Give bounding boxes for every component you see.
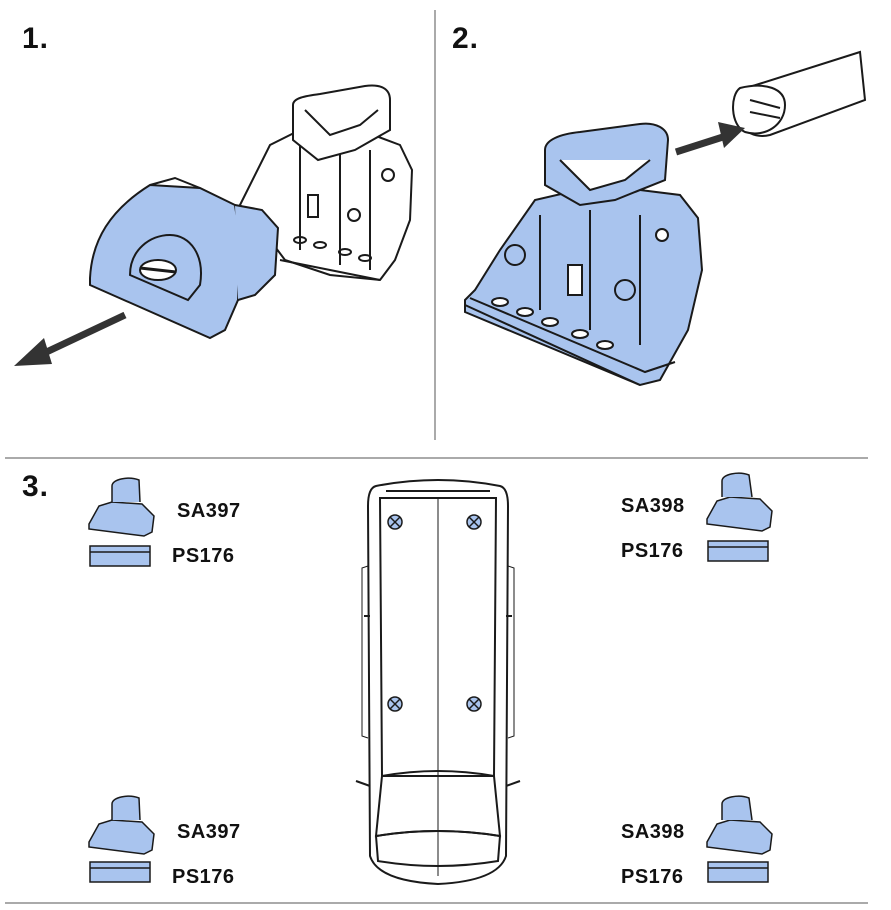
part-label-front-right-foot: SA398: [621, 495, 685, 517]
arrow-icon: [674, 122, 745, 156]
step-2-number: 2.: [452, 22, 480, 55]
step-1-illustration: [14, 84, 414, 366]
step-2-illustration: [464, 50, 867, 387]
part-label-rear-left-foot: SA397: [177, 821, 241, 843]
foot-icon-rear-left: [88, 795, 155, 883]
arrow-icon: [14, 311, 127, 366]
foot-body: [238, 84, 414, 282]
step-3-number: 3.: [22, 470, 50, 503]
part-label-rear-left-pad: PS176: [172, 866, 235, 888]
part-label-front-left-foot: SA397: [177, 500, 241, 522]
part-label-rear-right-foot: SA398: [621, 821, 685, 843]
roof-bar: [732, 50, 867, 137]
vehicle-top-view: [355, 479, 521, 886]
foot-assembly: [464, 122, 704, 387]
part-label-front-right-pad: PS176: [621, 540, 684, 562]
crossed-circle-icon: [387, 514, 482, 712]
foot-icon-front-left: [88, 477, 155, 567]
part-label-front-left-pad: PS176: [172, 545, 235, 567]
foot-icon-rear-right: [706, 795, 773, 883]
end-cover: [89, 176, 280, 340]
foot-icon-front-right: [706, 472, 773, 562]
step-1-number: 1.: [22, 22, 50, 55]
part-label-rear-right-pad: PS176: [621, 866, 684, 888]
